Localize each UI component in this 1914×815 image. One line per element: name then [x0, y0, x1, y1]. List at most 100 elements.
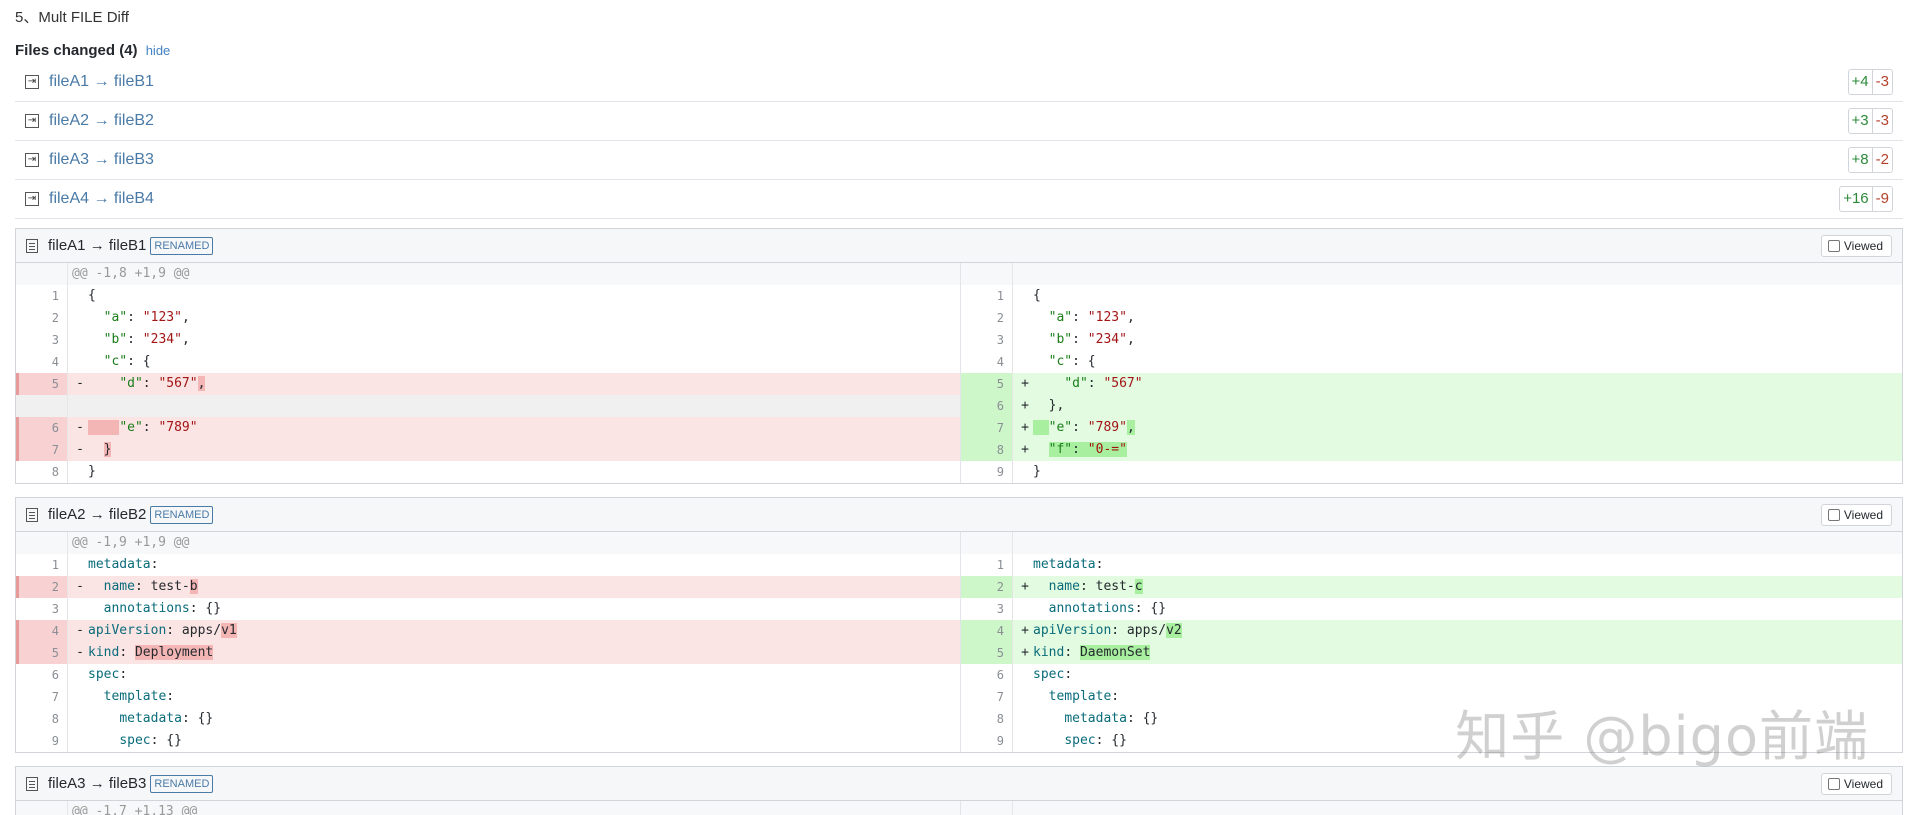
- file-stats: +8 -2: [1847, 147, 1893, 173]
- hunk-header: @@ -1,7 +1,13 @@: [72, 804, 198, 815]
- split-diff-view: @@ -1,7 +1,13 @@: [16, 801, 1902, 815]
- diff-line: 8 metadata: {}: [961, 708, 1902, 730]
- viewed-checkbox[interactable]: [1827, 240, 1840, 252]
- file-icon: [26, 238, 38, 253]
- additions-count: +4: [1847, 69, 1873, 95]
- diff-line-added: 5+kind: DaemonSet: [961, 642, 1902, 664]
- file-icon: [26, 507, 38, 522]
- renamed-badge: RENAMED: [150, 774, 214, 793]
- file-list: ⇥ fileA1 → fileB1 +4 -3 ⇥ fileA2 → fileB…: [15, 63, 1903, 219]
- jump-to-file-icon[interactable]: ⇥: [25, 114, 39, 128]
- diff-line: 8 metadata: {}: [16, 708, 960, 730]
- section-title: 5、Mult FILE Diff: [15, 9, 129, 26]
- file-list-item[interactable]: ⇥ fileA1 → fileB1 +4 -3: [15, 63, 1903, 102]
- file-list-link[interactable]: fileA1 → fileB1: [49, 73, 154, 90]
- diff-file-name: fileA1 → fileB1: [48, 237, 147, 254]
- diff-line-deleted: 6- "e": "789": [16, 417, 960, 439]
- diff-line: 9 spec: {}: [16, 730, 960, 752]
- viewed-checkbox[interactable]: [1827, 509, 1840, 521]
- diff-line: 3 "b": "234",: [16, 329, 960, 351]
- diff-line: 9 spec: {}: [961, 730, 1902, 752]
- diff-line-added: 4+apiVersion: apps/v2: [961, 620, 1902, 642]
- additions-count: +3: [1847, 108, 1873, 134]
- jump-to-file-icon[interactable]: ⇥: [25, 75, 39, 89]
- viewed-label: Viewed: [1843, 239, 1883, 253]
- diff-line-added: 7+ "e": "789",: [961, 417, 1902, 439]
- file-stats: +3 -3: [1847, 108, 1893, 134]
- diff-line-added: 2+ name: test-c: [961, 576, 1902, 598]
- diff-new-side: 1{ 2 "a": "123", 3 "b": "234", 4 "c": { …: [960, 263, 1902, 483]
- diff-line: 9}: [961, 461, 1902, 483]
- diff-line-deleted: 2- name: test-b: [16, 576, 960, 598]
- diff-line-deleted: 7- }: [16, 439, 960, 461]
- deletions-count: -3: [1872, 69, 1893, 95]
- viewed-toggle[interactable]: Viewed: [1820, 235, 1892, 257]
- diff-line: 3 annotations: {}: [16, 598, 960, 620]
- renamed-badge: RENAMED: [150, 236, 214, 255]
- hunk-header-row: [961, 263, 1902, 285]
- files-changed-header: Files changed (4) hide: [15, 42, 170, 59]
- additions-count: +8: [1847, 147, 1873, 173]
- diff-file-header: fileA3 → fileB3 RENAMED Viewed: [16, 767, 1902, 801]
- viewed-toggle[interactable]: Viewed: [1820, 504, 1892, 526]
- diff-line-deleted: 4-apiVersion: apps/v1: [16, 620, 960, 642]
- diff-line: 8}: [16, 461, 960, 483]
- split-diff-view: @@ -1,8 +1,9 @@ 1{ 2 "a": "123", 3 "b": …: [16, 263, 1902, 483]
- diff-line-deleted: 5- "d": "567",: [16, 373, 960, 395]
- diff-line-deleted: 5-kind: Deployment: [16, 642, 960, 664]
- diff-file-header: fileA2 → fileB2 RENAMED Viewed: [16, 498, 1902, 532]
- file-list-link[interactable]: fileA3 → fileB3: [49, 151, 154, 168]
- diff-line: 1{: [16, 285, 960, 307]
- diff-file-name: fileA2 → fileB2: [48, 506, 147, 523]
- files-changed-title: Files changed (4): [15, 42, 138, 59]
- deletions-count: -3: [1872, 108, 1893, 134]
- hunk-header-row: @@ -1,7 +1,13 @@: [16, 801, 960, 815]
- diff-file-name: fileA3 → fileB3: [48, 775, 147, 792]
- diff-line: 2 "a": "123",: [16, 307, 960, 329]
- diff-line: 3 "b": "234",: [961, 329, 1902, 351]
- diff-line: 3 annotations: {}: [961, 598, 1902, 620]
- diff-new-side: [960, 801, 1902, 815]
- renamed-badge: RENAMED: [150, 505, 214, 524]
- hunk-header: @@ -1,8 +1,9 @@: [72, 266, 190, 281]
- viewed-label: Viewed: [1843, 508, 1883, 522]
- file-list-link[interactable]: fileA4 → fileB4: [49, 190, 154, 207]
- file-stats: +16 -9: [1839, 186, 1893, 212]
- viewed-checkbox[interactable]: [1827, 778, 1840, 790]
- deletions-count: -9: [1872, 186, 1893, 212]
- hunk-header-row: @@ -1,9 +1,9 @@: [16, 532, 960, 554]
- diff-old-side: @@ -1,8 +1,9 @@ 1{ 2 "a": "123", 3 "b": …: [16, 263, 960, 483]
- diff-line-empty: [16, 395, 960, 417]
- diff-file: fileA3 → fileB3 RENAMED Viewed @@ -1,7 +…: [15, 766, 1903, 815]
- diff-line: 1{: [961, 285, 1902, 307]
- hunk-header-row: [961, 801, 1902, 815]
- jump-to-file-icon[interactable]: ⇥: [25, 153, 39, 167]
- hide-link[interactable]: hide: [145, 43, 171, 58]
- jump-to-file-icon[interactable]: ⇥: [25, 192, 39, 206]
- file-list-item[interactable]: ⇥ fileA2 → fileB2 +3 -3: [15, 102, 1903, 141]
- file-icon: [26, 776, 38, 791]
- file-list-item[interactable]: ⇥ fileA3 → fileB3 +8 -2: [15, 141, 1903, 180]
- diff-line-added: 8+ "f": "0-=": [961, 439, 1902, 461]
- diff-line: 2 "a": "123",: [961, 307, 1902, 329]
- hunk-header-row: @@ -1,8 +1,9 @@: [16, 263, 960, 285]
- diff-line: 7 template:: [16, 686, 960, 708]
- file-list-item[interactable]: ⇥ fileA4 → fileB4 +16 -9: [15, 180, 1903, 219]
- viewed-label: Viewed: [1843, 777, 1883, 791]
- hunk-header-row: [961, 532, 1902, 554]
- diff-line-added: 6+ },: [961, 395, 1902, 417]
- diff-file-header: fileA1 → fileB1 RENAMED Viewed: [16, 229, 1902, 263]
- additions-count: +16: [1839, 186, 1873, 212]
- viewed-toggle[interactable]: Viewed: [1820, 773, 1892, 795]
- file-list-link[interactable]: fileA2 → fileB2: [49, 112, 154, 129]
- file-stats: +4 -3: [1847, 69, 1893, 95]
- hunk-header: @@ -1,9 +1,9 @@: [72, 535, 190, 550]
- diff-line-added: 5+ "d": "567": [961, 373, 1902, 395]
